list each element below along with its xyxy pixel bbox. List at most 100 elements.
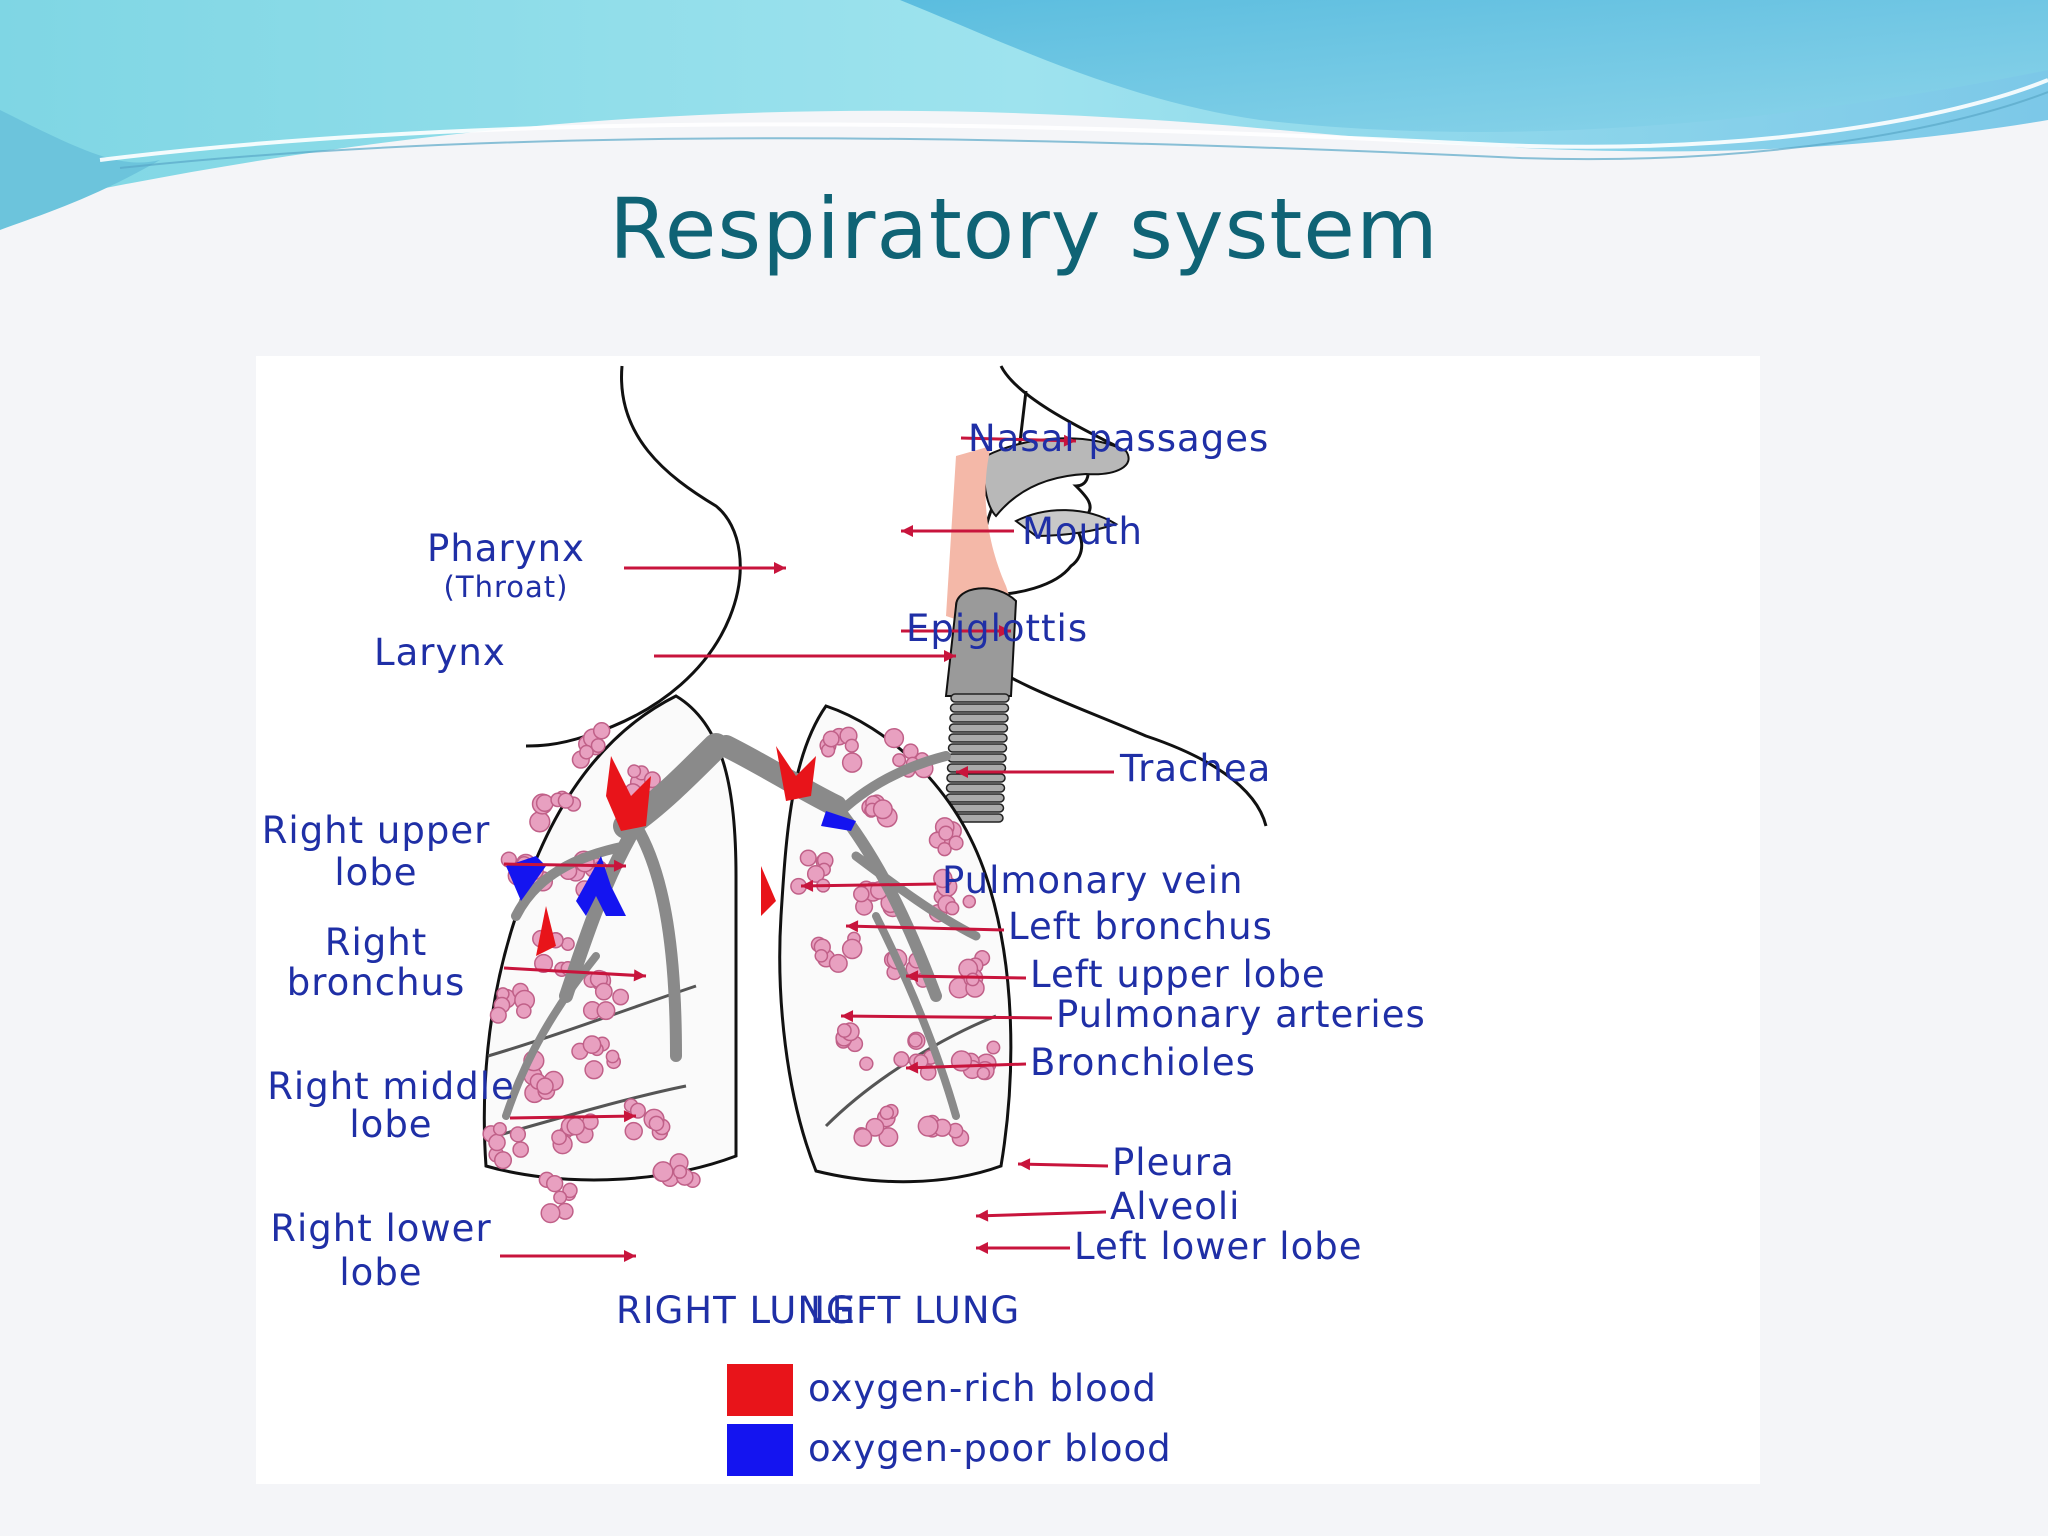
label-right-middle-lobe: Right middle — [267, 1065, 515, 1108]
label-pharynx: Pharynx — [427, 527, 585, 570]
oxygen-poor-vessels — [506, 811, 856, 916]
alveolus — [938, 825, 954, 841]
label-right-upper-lobe-2: lobe — [334, 851, 418, 894]
label-left-upper-lobe: Left upper lobe — [1030, 953, 1326, 996]
alveolus — [540, 1203, 561, 1224]
label-right-lower-lobe-2: lobe — [339, 1251, 423, 1294]
alveolus — [893, 1051, 910, 1068]
alveolus — [841, 938, 863, 960]
legend-label-oxygen-poor: oxygen-poor blood — [808, 1427, 1172, 1470]
label-mouth: Mouth — [1022, 510, 1143, 553]
alveolus — [582, 1035, 602, 1055]
alveolus — [844, 738, 859, 753]
legend-swatch-oxygen-rich — [727, 1364, 793, 1416]
pointer-arrowhead — [906, 970, 919, 983]
alveolus — [596, 1001, 616, 1021]
label-right-lung: RIGHT LUNG — [616, 1289, 856, 1332]
label-nasal-passages: Nasal passages — [968, 417, 1270, 460]
pointer-arrowhead — [956, 766, 968, 778]
alveolus — [629, 1102, 646, 1119]
pointer-arrowhead — [613, 859, 626, 872]
slide-title: Respiratory system — [609, 180, 1439, 278]
label-trachea: Trachea — [1120, 747, 1272, 790]
banner-highlight-line-2 — [119, 91, 2048, 169]
larynx — [944, 587, 1018, 697]
label-pulmonary-vein: Pulmonary vein — [942, 859, 1244, 902]
trachea-ring — [948, 733, 1008, 743]
alveolus — [822, 730, 840, 748]
alveolus — [853, 1127, 873, 1147]
alveolus — [853, 885, 870, 903]
alveolus — [962, 894, 977, 909]
pointer-arrowhead — [999, 625, 1011, 637]
alveolus — [865, 1117, 885, 1137]
pharynx-tissue — [946, 446, 1016, 626]
alveolus — [536, 1077, 554, 1095]
alveolus — [579, 744, 594, 760]
pointer-arrowhead — [623, 1110, 636, 1123]
alveolus — [605, 1049, 620, 1064]
pointer-arrowhead — [901, 525, 913, 537]
pointer-arrowhead — [906, 1061, 919, 1074]
alveolus — [799, 849, 817, 867]
pointer-line — [960, 436, 1077, 443]
alveolus — [627, 764, 642, 779]
alveolus — [986, 1040, 1001, 1055]
banner-wave-left — [0, 110, 160, 230]
pointer-line — [845, 924, 1005, 932]
alveolus — [612, 988, 630, 1006]
trachea-ring — [945, 793, 1005, 803]
label-left-lower-lobe: Left lower lobe — [1074, 1225, 1363, 1268]
alveolus — [492, 1121, 507, 1136]
alveolus — [553, 1190, 568, 1205]
label-right-bronchus: Right — [324, 921, 428, 964]
pointer-arrowhead — [841, 1010, 854, 1023]
alveolus — [535, 794, 554, 813]
alveolus — [590, 738, 606, 753]
pointer-line — [503, 862, 627, 868]
diagram-artwork — [482, 365, 1268, 1262]
trachea-ring — [949, 713, 1009, 723]
legend-swatch-oxygen-poor — [727, 1424, 793, 1476]
pointer-lines — [500, 434, 1114, 1262]
pointer-line — [975, 1210, 1107, 1218]
alveolus — [545, 1174, 564, 1193]
label-alveoli: Alveoli — [1110, 1185, 1241, 1228]
pointer-arrowhead — [801, 879, 814, 892]
pointer-arrowhead — [944, 650, 956, 662]
label-right-upper-lobe: Right upper — [261, 809, 491, 852]
alveolus — [672, 1164, 688, 1179]
alveolus — [592, 722, 611, 740]
pointer-arrowhead — [774, 562, 786, 574]
alveolus — [948, 835, 964, 851]
label-epiglottis: Epiglottis — [906, 607, 1089, 650]
alveolus — [489, 1006, 507, 1024]
legend-label-oxygen-rich: oxygen-rich blood — [808, 1367, 1157, 1410]
alveolus — [624, 1121, 643, 1141]
alveolus — [892, 753, 907, 768]
alveolus — [648, 1115, 665, 1132]
pointer-arrowhead — [846, 920, 859, 933]
alveolus — [872, 799, 893, 820]
alveolus — [836, 1023, 852, 1038]
oxygen-rich-vessels — [536, 746, 816, 956]
alveolus — [937, 841, 952, 857]
alveolus — [652, 1161, 674, 1183]
alveolus — [933, 868, 953, 889]
alveolus — [883, 727, 905, 749]
alveolus — [814, 948, 829, 963]
label-throat: (Throat) — [443, 570, 569, 604]
trachea-ring — [945, 783, 1006, 793]
alveolus — [515, 1003, 532, 1019]
trachea-ring — [947, 743, 1008, 753]
mouth-cavity — [1014, 509, 1119, 538]
alveolus — [562, 1182, 578, 1199]
pointer-line — [905, 1062, 1027, 1070]
pointer-line — [1017, 1162, 1109, 1168]
alveolus — [945, 901, 960, 916]
respiratory-diagram: Nasal passages Mouth Pharynx (Throat) La… — [256, 356, 1760, 1484]
pointer-line — [503, 966, 647, 978]
alveolus — [976, 1066, 991, 1081]
pointer-arrowhead — [624, 1250, 636, 1262]
alveolus — [551, 1129, 567, 1146]
